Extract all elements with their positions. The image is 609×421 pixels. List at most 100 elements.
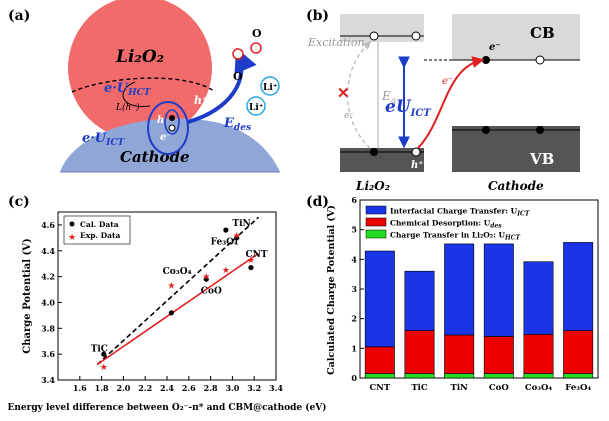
x-category-label-d: TiN [451, 383, 469, 393]
ict-loop [147, 101, 189, 155]
h-plus-vb: h⁺ [411, 160, 424, 171]
annotation-c: TiC [91, 345, 108, 355]
x-tick-label-c: 2.4 [160, 383, 174, 393]
x-tick-label-c: 2.8 [204, 383, 218, 393]
o-atom-1 [232, 48, 244, 60]
lo-bracket [122, 81, 151, 107]
e-minus-excite: e⁻ [344, 111, 354, 121]
panel-c: (c) Energy level difference between O₂⁻-… [7, 194, 326, 413]
panel-label-a: (a) [8, 8, 30, 24]
lo-label: L [115, 103, 122, 113]
cross-icon: ✕ [337, 84, 350, 102]
cathode-vb-dot-1 [482, 126, 490, 134]
bar-hct [523, 373, 554, 379]
h-plus-label: h⁺ [194, 94, 208, 107]
e-u-hct-sub: HCT [127, 88, 152, 98]
vb-electron-dot [370, 148, 378, 156]
y-tick-label-d: 4 [351, 254, 357, 264]
o-atom-2 [250, 42, 262, 54]
bar-des [483, 336, 514, 374]
legend-marker-exp: ★ [68, 233, 76, 243]
y-tick-label-d: 3 [351, 284, 357, 294]
legend-label-exp: Exp. Data [80, 231, 120, 240]
point-cal [168, 310, 174, 316]
svg-text:e·UHCT: e·UHCT [104, 81, 152, 98]
bar-des [523, 334, 554, 374]
cathode-cb-band [452, 14, 580, 60]
e-minus-label: e⁻ [160, 132, 172, 143]
electron-transfer-arrow [417, 56, 485, 149]
x-tick-label-c: 2.6 [182, 383, 196, 393]
li-ion-2-label: Li⁺ [249, 103, 264, 113]
desorption-arrow [187, 47, 257, 124]
bar-hct [483, 373, 514, 379]
x-category-label-d: Fe₃O₄ [565, 383, 591, 393]
bar-hct [404, 373, 435, 379]
panel-label-c: (c) [8, 194, 30, 210]
x-tick-label-c: 2.2 [138, 383, 152, 393]
e-des-sub: des [234, 123, 251, 133]
point-exp: ★ [100, 363, 108, 373]
svg-text:L(h⁺): L(h⁺) [115, 102, 140, 113]
legend-label-hct: Charge Transfer in Li₂O₂: UHCT [390, 231, 520, 242]
annotation-c: CNT [245, 250, 267, 260]
bar-hct [364, 373, 395, 379]
cathode-electron-dot [482, 56, 490, 64]
legend-label-des: Chemical Desorption: Udes [390, 219, 502, 230]
interface-dashed-curve [71, 77, 216, 93]
e-minus-cathode: e⁻ [489, 42, 501, 53]
panel-d: (d) Calculated Charge Potential (V) Inte… [306, 194, 599, 393]
bar-ict [404, 270, 435, 331]
x-category-label-d: CoO [489, 383, 509, 393]
cathode-vb-band [452, 126, 580, 172]
annotation-c: Fe₃O₄ [211, 237, 238, 247]
svg-text:e·UICT: e·UICT [82, 131, 126, 148]
fit-line-cal [96, 216, 260, 366]
bar-ict [444, 243, 475, 336]
legend-label-cal: Cal. Data [80, 220, 119, 229]
y-tick-label-c: 4.6 [41, 220, 55, 230]
li-ion-1-label: Li⁺ [263, 83, 278, 93]
x-category-label-d: Co₃O₄ [525, 383, 553, 393]
eg-sub: g [391, 96, 396, 105]
eg-label: E [381, 89, 391, 103]
e-u-ict-sub: ICT [105, 138, 125, 148]
li-ion-1 [260, 76, 280, 96]
bar-des [364, 346, 395, 374]
legend-swatch-hct [365, 229, 387, 239]
x-category-label-d: TiC [411, 383, 428, 393]
o-label-1: O [252, 27, 262, 40]
legend-marker-cal [69, 221, 75, 227]
hole-dot [168, 124, 176, 132]
bar-des [563, 330, 594, 374]
li2o2-cb-band [340, 14, 424, 42]
x-tick-label-c: 3.0 [225, 383, 239, 393]
x-tick-label-c: 3.4 [269, 383, 283, 393]
cb-hole-dot-2 [411, 31, 421, 41]
bar-ict [563, 242, 594, 331]
y-tick-label-c: 3.8 [41, 323, 55, 333]
bar-ict [483, 243, 514, 337]
e-u-ict-label: e·U [82, 131, 107, 146]
inner-loop [164, 109, 180, 135]
e-des-label: E [223, 116, 235, 131]
point-exp: ★ [247, 256, 255, 266]
y-tick-label-d: 5 [351, 225, 357, 235]
li2o2-bottom-label: Li₂O₂ [355, 179, 390, 193]
excitation-arrow [346, 40, 372, 149]
svg-text:eUICT: eUICT [385, 97, 432, 119]
x-category-label-d: CNT [369, 383, 391, 393]
annotation-c: Co₃O₄ [163, 267, 192, 277]
x-tick-label-c: 3.2 [247, 383, 261, 393]
legend-swatch-des [365, 217, 387, 227]
x-axis-label-c: Energy level difference between O₂⁻-π* a… [7, 402, 326, 413]
bar-ict [364, 250, 395, 348]
y-tick-label-d: 0 [351, 373, 357, 383]
point-exp: ★ [233, 231, 241, 241]
legend-d: Interfacial Charge Transfer: UICTChemica… [365, 205, 530, 242]
y-tick-label-c: 4.4 [41, 246, 55, 256]
bar-des [404, 330, 435, 374]
x-tick-label-c: 1.8 [95, 383, 109, 393]
li-ion-2 [246, 96, 266, 116]
